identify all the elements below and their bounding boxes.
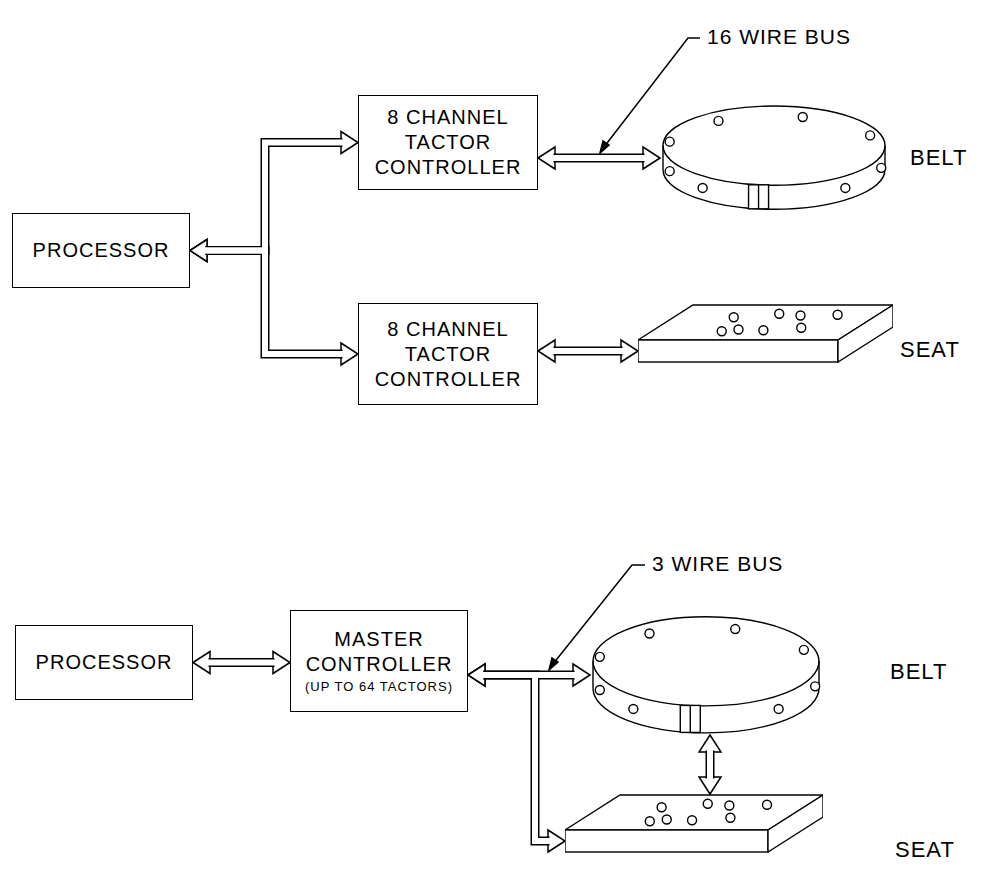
tactor-belt: BELT bbox=[660, 100, 975, 220]
seat-illustration bbox=[565, 790, 823, 865]
bus-connector bbox=[706, 751, 715, 779]
tactor-seat: SEAT bbox=[565, 790, 965, 865]
tactor-seat: SEAT bbox=[638, 300, 973, 375]
bus-connector bbox=[206, 251, 343, 355]
part-name: SEAT bbox=[895, 836, 955, 864]
part-name: SEAT bbox=[900, 336, 960, 364]
seat-illustration bbox=[638, 300, 893, 375]
block-box: MASTER CONTROLLER (UP TO 64 TACTORS) bbox=[290, 610, 468, 712]
box-label: 8 CHANNEL TACTOR CONTROLLER bbox=[373, 105, 523, 180]
bus-core bbox=[206, 143, 343, 251]
bus-core bbox=[206, 251, 343, 355]
bus-connector bbox=[554, 347, 623, 356]
bus-core bbox=[707, 751, 713, 779]
bus-core bbox=[554, 155, 645, 161]
block-box: PROCESSOR bbox=[12, 213, 190, 288]
box-label: PROCESSOR bbox=[36, 650, 173, 675]
box-label: (UP TO 64 TACTORS) bbox=[305, 679, 453, 695]
box-label: 8 CHANNEL TACTOR CONTROLLER bbox=[373, 317, 523, 392]
block-box: PROCESSOR bbox=[15, 625, 193, 700]
belt-illustration bbox=[660, 100, 888, 220]
part-name: BELT bbox=[910, 144, 967, 172]
part-name: BELT bbox=[890, 658, 947, 686]
belt-illustration bbox=[590, 610, 822, 745]
bus-connector bbox=[484, 675, 550, 841]
bus-connector bbox=[206, 143, 343, 251]
bus-label: 3 WIRE BUS bbox=[650, 552, 785, 576]
bus-core bbox=[484, 675, 550, 841]
box-label: PROCESSOR bbox=[33, 238, 170, 263]
bus-core bbox=[209, 660, 275, 666]
bus-connector bbox=[209, 658, 275, 667]
block-box: 8 CHANNEL TACTOR CONTROLLER bbox=[358, 95, 538, 190]
bus-core bbox=[554, 348, 623, 354]
bus-label: 16 WIRE BUS bbox=[705, 25, 853, 49]
tactor-belt: BELT bbox=[590, 610, 975, 745]
box-label: MASTER CONTROLLER bbox=[304, 627, 454, 677]
block-box: 8 CHANNEL TACTOR CONTROLLER bbox=[358, 303, 538, 405]
